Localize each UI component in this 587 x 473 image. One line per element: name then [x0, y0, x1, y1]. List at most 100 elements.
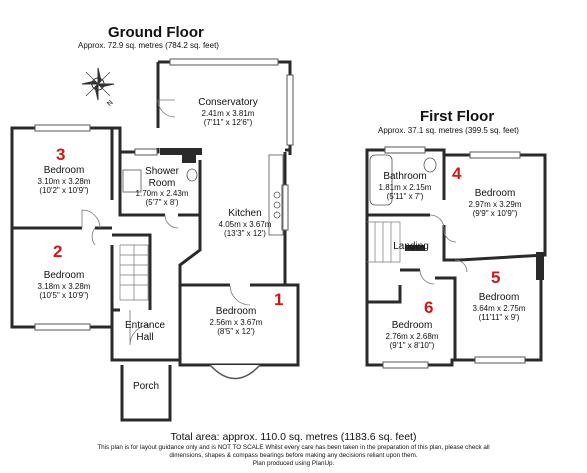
room-name: Bedroom — [474, 188, 516, 199]
door-bedroom4 — [443, 229, 457, 243]
room-bedroom-4: Bedroom 2.97m x 3.29m (9'9" x 10'9") — [450, 188, 540, 218]
disclaimer-line-3: Plan produced using PlanUp. — [252, 459, 335, 467]
hob-ring-2 — [273, 201, 281, 209]
room-number-5: 5 — [491, 268, 501, 287]
shower-tray — [122, 169, 142, 193]
room-dim-metric: 2.56m x 3.67m — [209, 317, 263, 327]
window-bedroom6 — [382, 361, 429, 369]
room-name: Bathroom — [383, 171, 427, 182]
room-dim-metric: 2.41m x 3.81m — [201, 108, 255, 118]
window-conservatory-side — [286, 74, 294, 146]
room-bedroom-6: Bedroom 2.76m x 2.68m (9'1" x 8'10") — [373, 320, 451, 350]
window-shower — [134, 148, 158, 156]
room-dim-imperial: (11'11" x 9') — [478, 312, 520, 322]
bathroom-basin — [423, 157, 437, 173]
door-bedroom6 — [419, 269, 435, 285]
room-dim-imperial: (13'3" x 12') — [224, 228, 266, 238]
room-name: Bedroom — [215, 306, 257, 317]
disclaimer: This plan is for layout guidance only an… — [40, 444, 547, 468]
room-name: Bedroom — [43, 270, 85, 281]
room-name-line2: Hall — [136, 331, 154, 343]
window-bedroom4 — [469, 151, 521, 159]
room-dim-imperial: (10'5" x 10'9") — [39, 290, 89, 300]
room-shower: Shower Room 1.70m x 2.43m (5'7" x 8') — [130, 166, 194, 207]
door-bedroom5 — [454, 259, 468, 273]
window-conservatory-top — [169, 58, 279, 66]
bathroom-walls — [367, 155, 446, 217]
door-bedroom1 — [229, 284, 251, 306]
ground-floor-title: Ground Floor — [108, 24, 204, 41]
room-dim-metric: 1.70m x 2.43m — [135, 189, 189, 198]
door-entrance — [129, 310, 151, 346]
room-bedroom-2: Bedroom 3.18m x 3.28m (10'5" x 10'9") — [22, 270, 106, 300]
room-dim-imperial: (10'2" x 10'9") — [39, 185, 89, 195]
room-name-line2: Room — [148, 177, 176, 189]
hob-ring-3 — [273, 211, 281, 219]
kitchen-left-wall — [178, 215, 202, 285]
door-bathroom — [429, 214, 445, 231]
room-number-4: 4 — [452, 164, 462, 183]
door-bedroom3 — [81, 209, 101, 229]
compass-rose — [81, 67, 115, 101]
room-dim-metric: 2.76m x 2.68m — [385, 331, 439, 341]
bay-window-bedroom1 — [209, 364, 261, 380]
room-porch: Porch — [126, 381, 166, 393]
room-entrance-hall: Entrance Hall — [112, 320, 178, 343]
room-bedroom-5: Bedroom 3.64m x 2.75m (11'11" x 9') — [460, 292, 538, 322]
window-kitchen — [281, 184, 289, 231]
room-name-line1: Entrance — [124, 320, 166, 331]
room-number-6: 6 — [424, 298, 434, 317]
room-bedroom-3: Bedroom 3.10m x 3.28m (10'2" x 10'9") — [22, 165, 106, 195]
room-name-line1: Shower — [145, 166, 179, 177]
room-dim-metric: 1.81m x 2.15m — [378, 182, 432, 192]
room-name: Porch — [132, 381, 160, 392]
room-name: Bedroom — [478, 292, 520, 303]
shower-basin — [186, 168, 198, 182]
room-dim-imperial: (5'7" x 8') — [145, 198, 179, 208]
kitchen-bedroom-wall — [178, 283, 298, 365]
room-name: Kitchen — [228, 208, 262, 219]
room-dim-imperial: (8'5" x 12') — [217, 326, 255, 336]
first-floor-title: First Floor — [420, 108, 495, 125]
room-kitchen: Kitchen 4.05m x 3.67m (13'3" x 12') — [205, 208, 285, 238]
stairs-first — [367, 221, 401, 263]
room-number-3: 3 — [56, 145, 66, 164]
ground-floor-area: Approx. 72.9 sq. metres (784.2 sq. feet) — [78, 41, 219, 50]
room-dim-metric: 4.05m x 3.67m — [218, 219, 272, 229]
room-dim-imperial: (9'9" x 10'9") — [472, 208, 518, 218]
window-bedroom2 — [34, 323, 91, 331]
room-name: Landing — [393, 241, 429, 252]
door-shower — [164, 214, 179, 229]
room-dim-imperial: (9'1" x 8'10") — [389, 340, 435, 350]
room-conservatory: Conservatory 2.41m x 3.81m (7'11" x 12'6… — [168, 97, 288, 127]
room-bedroom-1: Bedroom 2.56m x 3.67m (8'5" x 12') — [196, 306, 276, 336]
door-conservatory — [157, 99, 176, 118]
room-name: Bedroom — [391, 320, 433, 331]
room-dim-metric: 3.10m x 3.28m — [37, 176, 91, 186]
chimney-block — [160, 148, 202, 155]
total-area: Total area: approx. 110.0 sq. metres (11… — [170, 431, 417, 443]
door-bedroom2 — [91, 227, 96, 246]
room-name: Conservatory — [198, 97, 258, 108]
first-floor-area: Approx. 37.1 sq. metres (399.5 sq. feet) — [378, 126, 519, 135]
wall-block-landing — [405, 245, 425, 251]
stairs-ground — [119, 244, 149, 301]
room-dim-imperial: (5'11" x 7') — [386, 191, 424, 201]
hob-ring-1 — [273, 191, 281, 199]
room-name: Bedroom — [43, 165, 85, 176]
window-bedroom3 — [34, 124, 91, 132]
wall-block-first — [536, 252, 544, 280]
bedroom6-walls — [367, 285, 402, 304]
room-dim-metric: 2.97m x 3.29m — [468, 199, 522, 209]
kitchen-counter — [268, 154, 284, 236]
room-number-1: 1 — [274, 290, 284, 309]
bath-fixture — [369, 154, 393, 206]
disclaimer-line-2: dimensions, shapes & compass bearings be… — [169, 451, 418, 459]
room-dim-imperial: (7'11" x 12'6") — [203, 117, 253, 127]
landing-walls — [400, 225, 546, 360]
room-bathroom: Bathroom 1.81m x 2.15m (5'11" x 7') — [370, 171, 440, 201]
disclaimer-line-1: This plan is for layout guidance only an… — [97, 444, 490, 451]
porch-walls — [120, 365, 172, 422]
entrance-hall-walls — [112, 233, 152, 312]
room-dim-metric: 3.18m x 3.28m — [37, 281, 91, 291]
